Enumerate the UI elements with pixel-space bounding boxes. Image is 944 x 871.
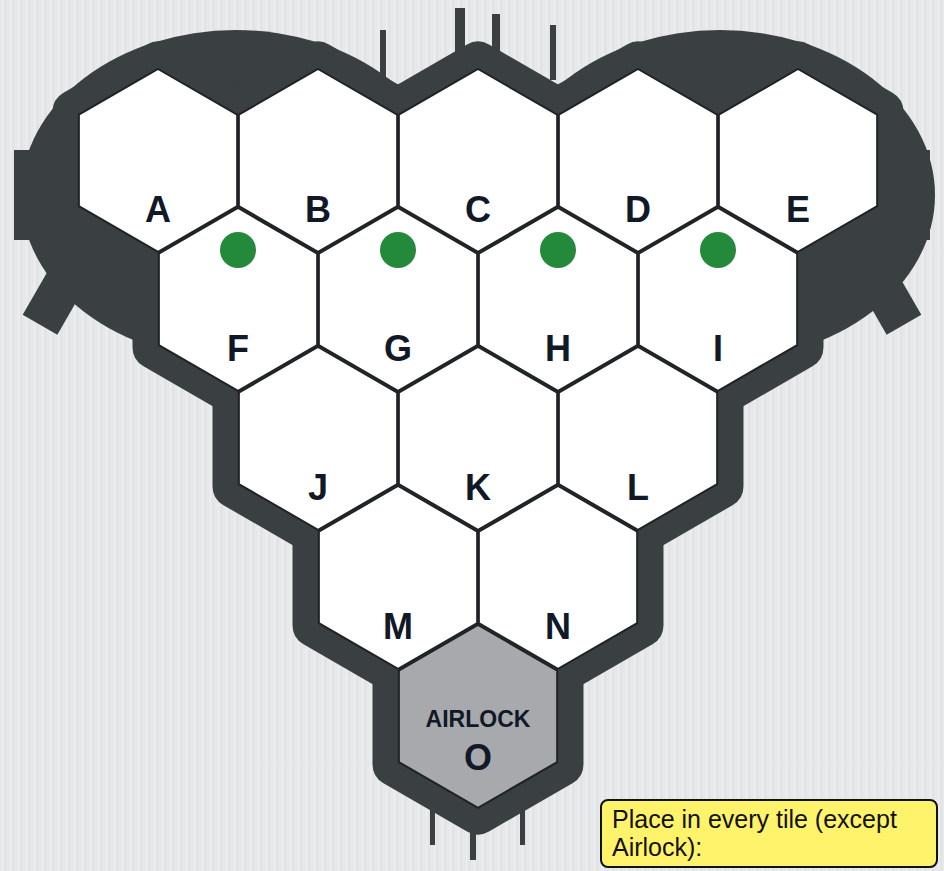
tile-letter: J	[308, 468, 328, 508]
airlock-tile: AIRLOCK O	[398, 624, 558, 809]
green-markers	[220, 232, 736, 268]
hull-outline	[75, 64, 882, 813]
antenna	[550, 25, 556, 80]
tile-letter: K	[465, 468, 491, 508]
antenna	[380, 30, 386, 80]
tile-label-group: AIRLOCK O	[398, 707, 558, 778]
tile-letter: B	[305, 190, 331, 230]
fin	[910, 150, 930, 240]
tile-letter: O	[464, 738, 492, 778]
hex-shape	[399, 625, 557, 808]
airlock-label: AIRLOCK	[426, 707, 531, 732]
rule-note: Place in every tile (except Airlock):	[600, 799, 938, 869]
tile-letter: I	[713, 329, 723, 369]
fin	[23, 245, 98, 334]
note-text: Place in every tile (except Airlock):	[612, 805, 926, 863]
tile-letter: G	[384, 329, 412, 369]
tile-letter: D	[625, 190, 651, 230]
green-marker	[700, 232, 736, 268]
tile-letter: L	[627, 468, 649, 508]
fin	[847, 245, 922, 334]
tile-letter: F	[227, 329, 249, 369]
hull	[14, 8, 935, 860]
tile-letter: C	[465, 190, 491, 230]
green-marker	[380, 232, 416, 268]
tile-letter: E	[786, 190, 810, 230]
tile-letter: M	[383, 607, 413, 647]
tile-letter: A	[145, 190, 171, 230]
tile-letter: N	[545, 607, 571, 647]
tile-letter: H	[545, 329, 571, 369]
green-marker	[220, 232, 256, 268]
fin	[14, 150, 34, 240]
green-marker	[540, 232, 576, 268]
